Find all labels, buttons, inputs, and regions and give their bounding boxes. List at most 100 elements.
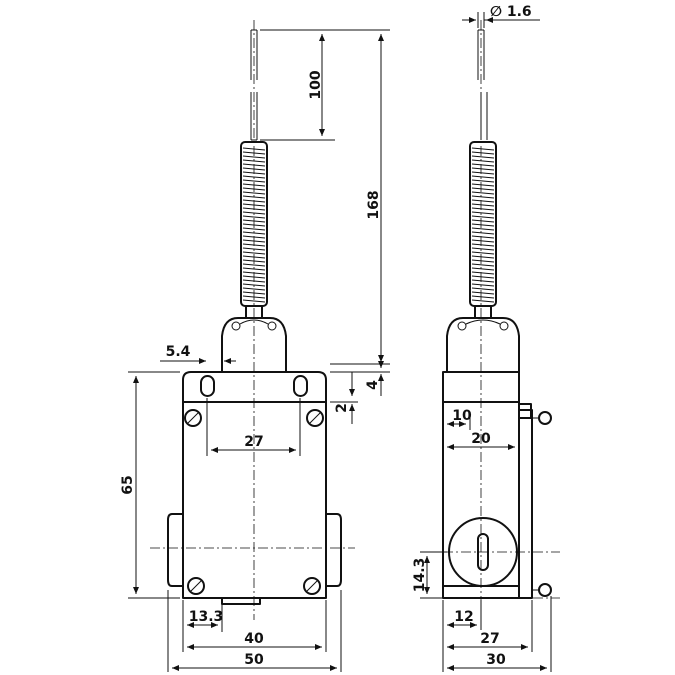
label-100: 100	[308, 70, 324, 99]
spring-coil	[471, 159, 495, 163]
spring-coil	[471, 291, 495, 295]
spring-coil	[471, 263, 495, 267]
label-27-side: 27	[480, 631, 499, 647]
spring-coil	[471, 271, 495, 275]
spring-coil	[471, 191, 495, 195]
spring-coil	[471, 283, 495, 287]
screw-top-right	[306, 409, 324, 427]
spring-coil	[471, 295, 495, 299]
dim-total-height: 168	[260, 29, 390, 373]
spring-coil	[242, 263, 266, 267]
dim-hole-spacing: 27	[206, 398, 301, 456]
spring-coil	[471, 219, 495, 223]
spring-coil	[471, 287, 495, 291]
spring-coil	[242, 191, 266, 195]
dim-top-step: 4	[330, 350, 390, 396]
spring-coil	[242, 251, 266, 255]
spring-coil	[471, 223, 495, 227]
side-wire	[477, 29, 488, 140]
spring-coil	[242, 227, 266, 231]
spring-coil	[471, 151, 495, 155]
screw-bottom-right	[303, 577, 321, 595]
dim-overall-width-side: 30	[442, 596, 552, 672]
spring-coil	[471, 183, 495, 187]
spring-coil	[242, 287, 266, 291]
label-14-3: 14.3	[412, 558, 428, 593]
side-view: ∅ 1.6 10 20 14.3 12	[412, 4, 560, 672]
head-rivet-right	[267, 321, 277, 331]
dim-width-20: 20	[442, 418, 520, 454]
side-spring	[469, 141, 497, 307]
spring-coil	[471, 147, 495, 151]
spring-coil	[471, 163, 495, 167]
spring-coil	[471, 215, 495, 219]
spring-coil	[471, 203, 495, 207]
screw-bottom-left	[187, 577, 205, 595]
dim-overall-width-front: 50	[167, 590, 342, 672]
spring-coil	[471, 227, 495, 231]
label-10: 10	[452, 408, 472, 424]
spring-coil	[471, 199, 495, 203]
label-2: 2	[334, 403, 350, 413]
side-neck	[474, 306, 492, 319]
label-65: 65	[120, 475, 136, 494]
dim-wire-diameter: ∅ 1.6	[462, 4, 540, 28]
dim-body-height: 65	[120, 371, 180, 599]
dim-offset-10: 10	[442, 402, 472, 430]
label-168: 168	[366, 190, 382, 219]
spring-coil	[471, 171, 495, 175]
spring-coil	[471, 235, 495, 239]
dim-bottom-offset: 13.3	[182, 600, 224, 632]
spring-coil	[471, 255, 495, 259]
spring-coil	[471, 243, 495, 247]
front-flange	[182, 371, 327, 403]
spring-coil	[471, 207, 495, 211]
dim-inner-width: 40	[182, 600, 327, 652]
side-bracket	[519, 409, 533, 599]
spring-coil	[471, 167, 495, 171]
label-4: 4	[365, 380, 381, 390]
head-rivet-left	[231, 321, 241, 331]
dim-shaft-height: 14.3	[412, 551, 447, 599]
mount-hole-right	[293, 375, 308, 397]
spring-coil	[471, 259, 495, 263]
spring-coil	[471, 239, 495, 243]
spring-coil	[471, 187, 495, 191]
spring-coil	[471, 155, 495, 159]
spring-coil	[242, 155, 266, 159]
spring-coil	[242, 215, 266, 219]
label-diameter-1-6: ∅ 1.6	[490, 4, 532, 20]
front-head	[221, 317, 287, 373]
front-view: 100 168 4 2 5.4	[120, 20, 390, 672]
dim-offset-12: 12	[442, 600, 482, 630]
spring-coil	[471, 279, 495, 283]
spring-coil	[471, 251, 495, 255]
dim-width-27: 27	[442, 600, 533, 652]
screw-top-left	[184, 409, 202, 427]
boss-left	[167, 513, 183, 587]
side-pin-bottom	[538, 583, 552, 597]
mount-hole-left	[200, 375, 215, 397]
side-bracket-tab-top	[518, 403, 532, 419]
spring-coil	[471, 267, 495, 271]
spring-coil	[471, 231, 495, 235]
label-13-3: 13.3	[189, 609, 224, 625]
spring-coil	[242, 179, 266, 183]
spring-coil	[471, 247, 495, 251]
label-5-4: 5.4	[166, 344, 191, 360]
spring-coil	[471, 179, 495, 183]
spring-coil	[471, 175, 495, 179]
label-27-front: 27	[244, 434, 263, 450]
label-30: 30	[486, 652, 506, 668]
dim-mount-offset: 5.4	[160, 344, 236, 368]
spring-coil	[471, 211, 495, 215]
front-body	[182, 401, 327, 599]
side-head	[446, 317, 520, 373]
spring-coil	[471, 195, 495, 199]
front-wire	[250, 29, 258, 141]
boss-right	[326, 513, 342, 587]
dim-wire-length: 100	[260, 29, 335, 141]
spring-coil	[471, 275, 495, 279]
label-20: 20	[471, 431, 491, 447]
